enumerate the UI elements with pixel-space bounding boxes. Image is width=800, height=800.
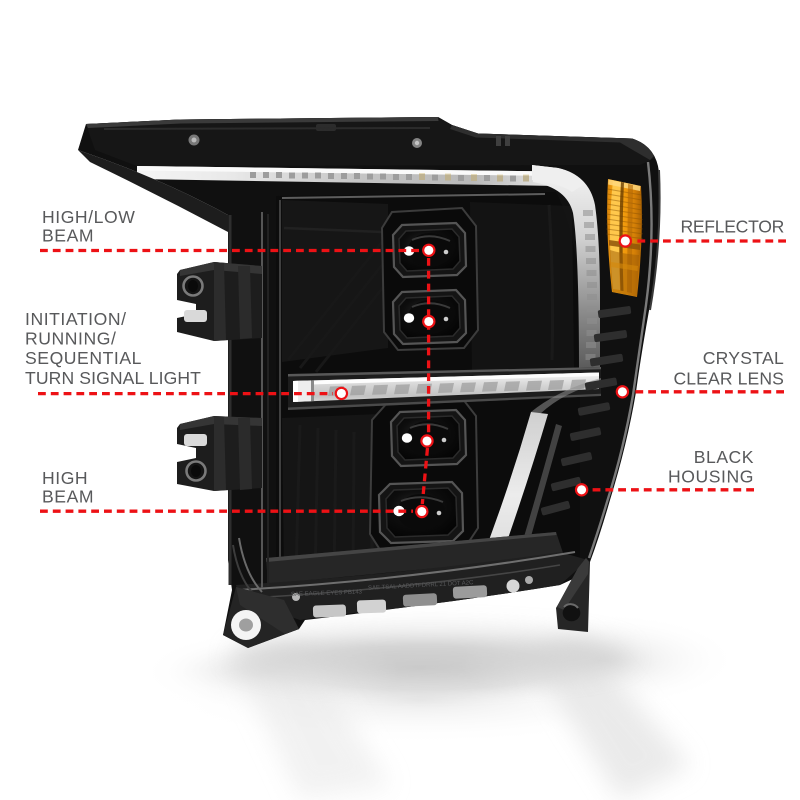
svg-text:BEAM: BEAM [42,226,94,246]
svg-text:BLACK: BLACK [694,447,754,467]
svg-text:SEQUENTIAL: SEQUENTIAL [25,348,142,368]
svg-text:HIGH/LOW: HIGH/LOW [42,207,135,227]
svg-text:SAE TSAL AADDTFDRRL 21 DOT A2C: SAE TSAL AADDTFDRRL 21 DOT A2C [368,580,474,592]
svg-text:RUNNING/: RUNNING/ [25,329,116,349]
svg-text:HIGH: HIGH [42,468,88,488]
svg-text:HOUSING: HOUSING [668,467,754,487]
svg-text:CLEAR LENS: CLEAR LENS [673,369,784,389]
svg-text:INITIATION/: INITIATION/ [25,309,127,329]
svg-text:TURN SIGNAL LIGHT: TURN SIGNAL LIGHT [25,368,201,388]
svg-text:BEAM: BEAM [42,486,94,506]
svg-text:REFLECTOR: REFLECTOR [680,217,784,237]
svg-text:SAE EAGLE EYES PB143: SAE EAGLE EYES PB143 [291,590,363,598]
svg-text:CRYSTAL: CRYSTAL [703,348,784,368]
